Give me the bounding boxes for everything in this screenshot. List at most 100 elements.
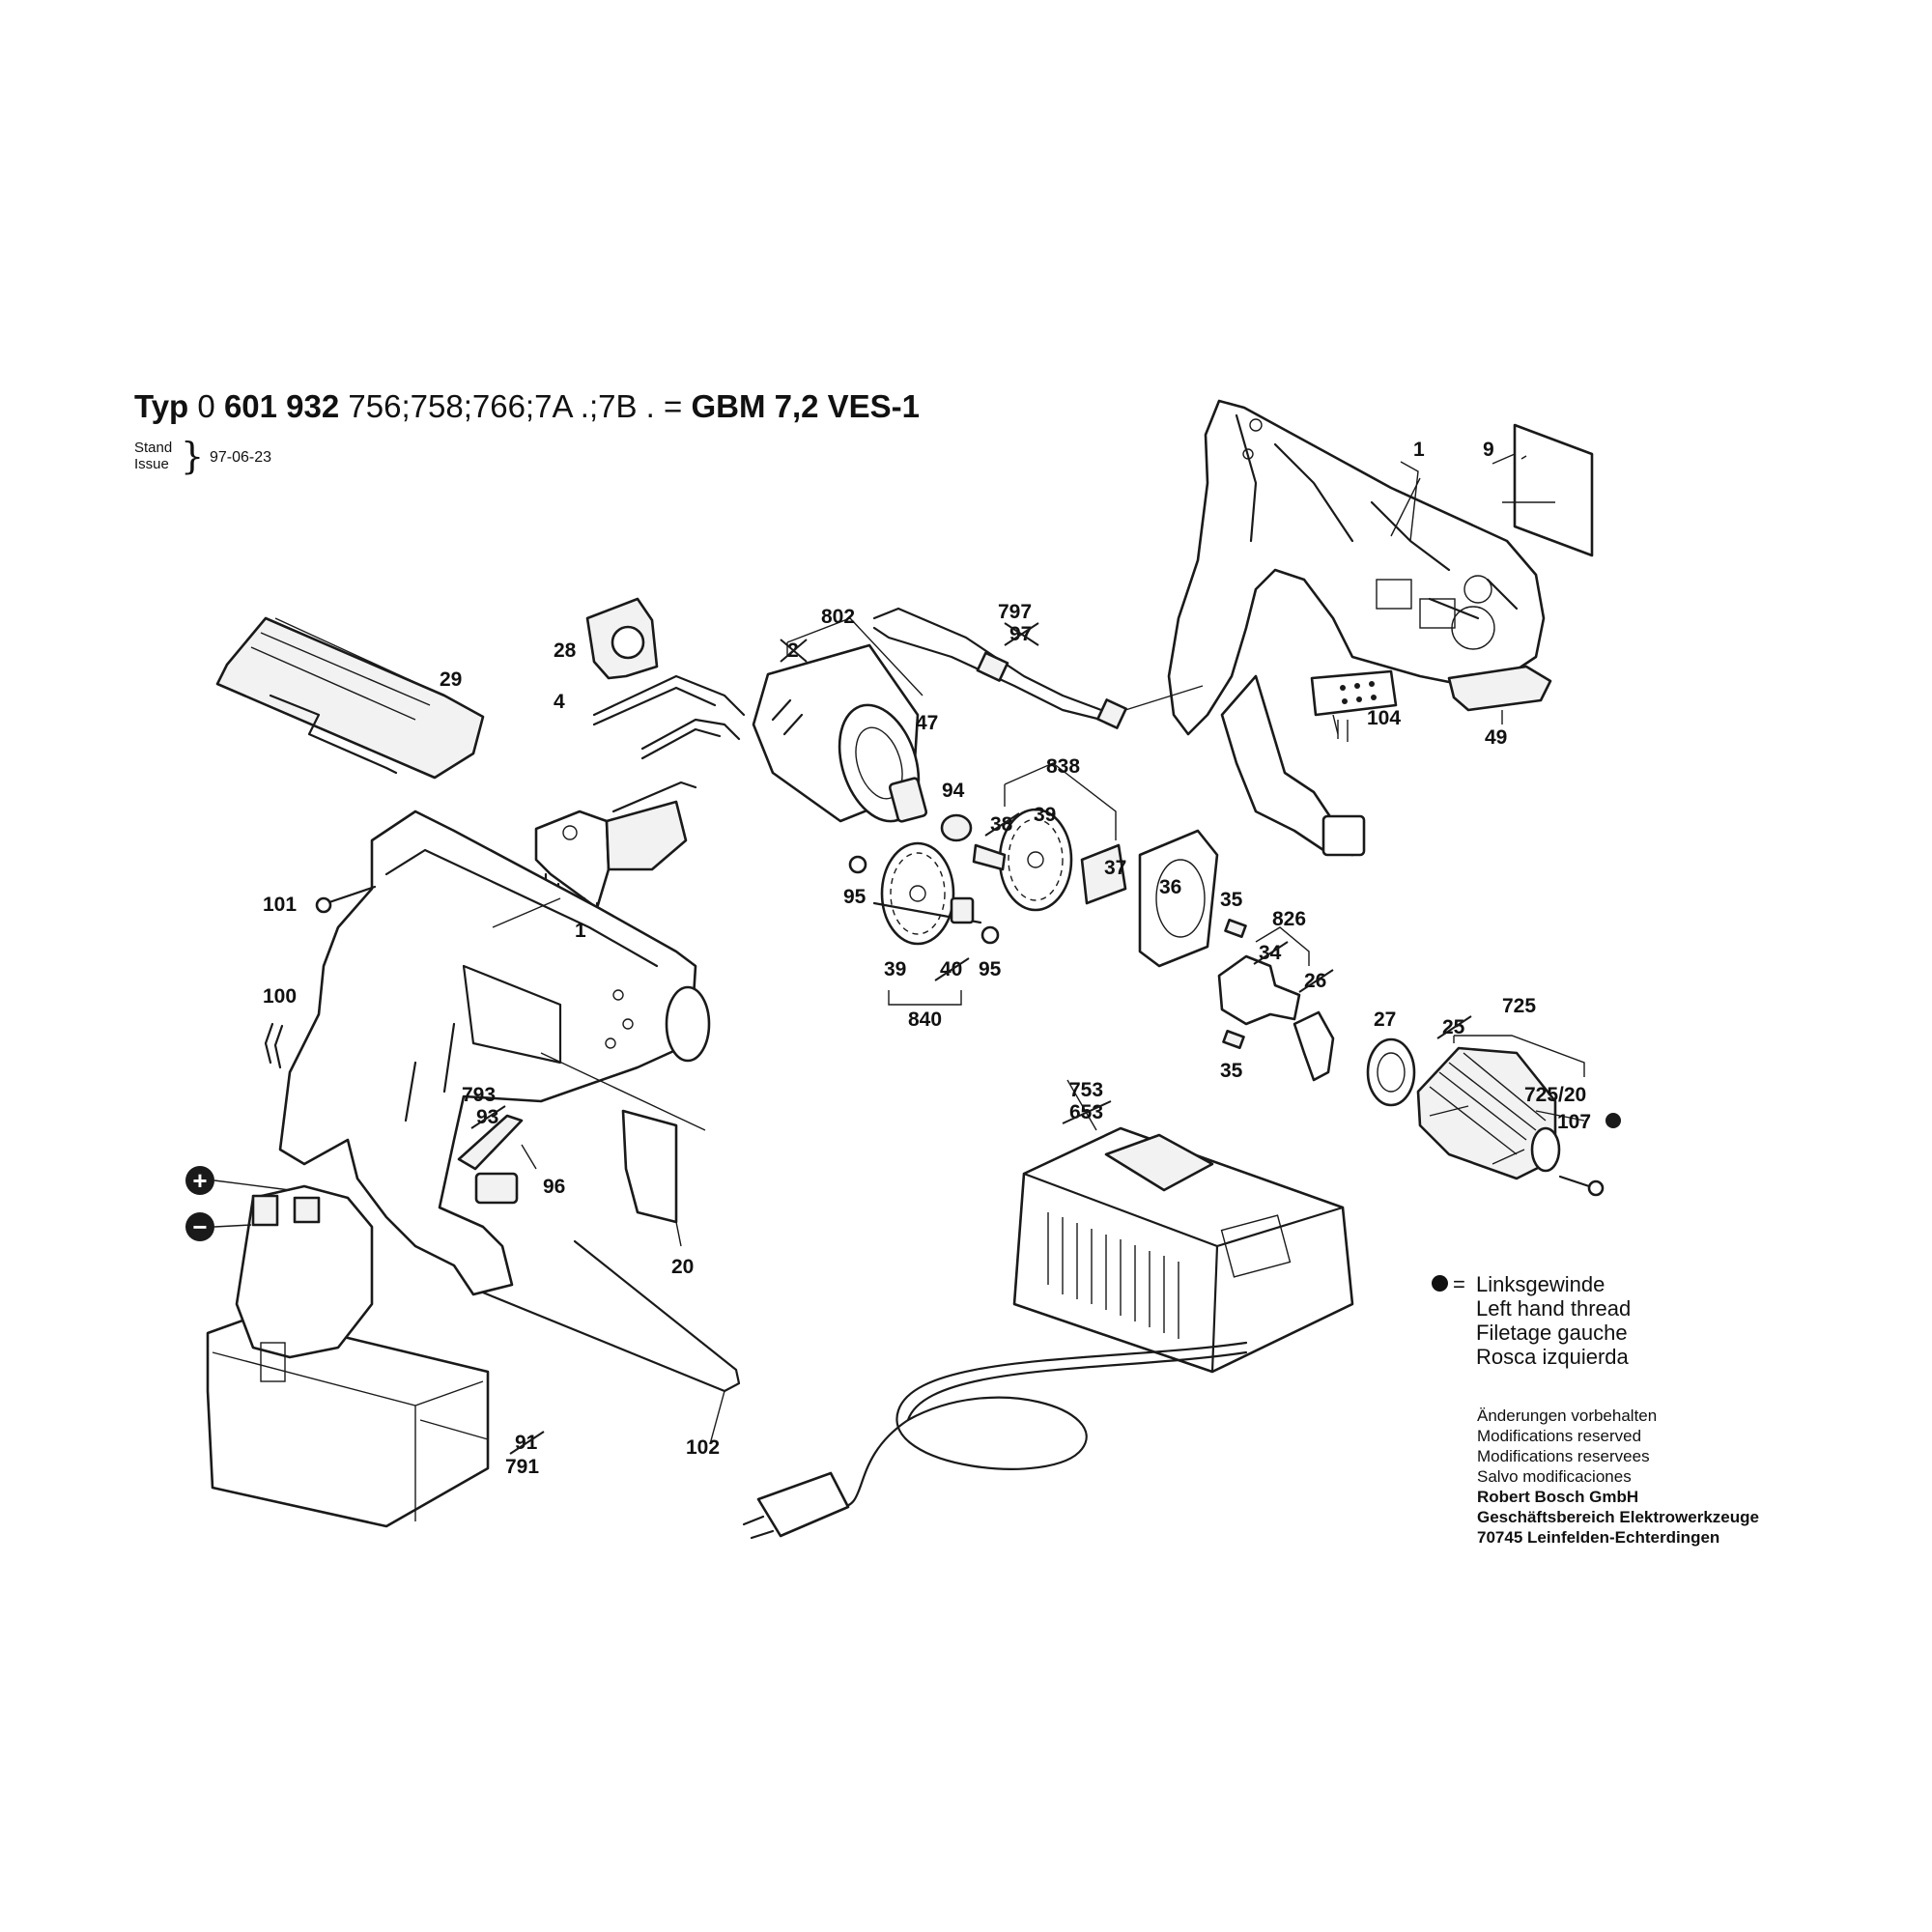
callout-27: 27 bbox=[1374, 1009, 1396, 1031]
callout-94: 94 bbox=[942, 780, 965, 802]
latch-button bbox=[1447, 665, 1552, 712]
gear-39-left bbox=[872, 841, 982, 946]
callout-29: 29 bbox=[440, 668, 462, 691]
callout-826: 826 bbox=[1272, 908, 1306, 930]
callout-34-superseded: 34 bbox=[1253, 941, 1289, 965]
callout-91-superseded: 91 bbox=[509, 1431, 545, 1455]
callout-9: 9 bbox=[1483, 439, 1494, 461]
ball-bearing bbox=[1366, 1037, 1416, 1107]
svg-text:−: − bbox=[192, 1212, 207, 1241]
callout-100: 100 bbox=[263, 985, 297, 1008]
shaft-pin bbox=[972, 843, 1007, 871]
callout-20: 20 bbox=[671, 1256, 694, 1278]
callout-35-bottom: 35 bbox=[1220, 1060, 1243, 1082]
screw-101 bbox=[325, 885, 377, 905]
callout-791: 791 bbox=[505, 1456, 539, 1478]
variant-list: 756;758;766;7A .;7B . = bbox=[348, 388, 683, 424]
callout-28: 28 bbox=[554, 639, 577, 662]
minus-terminal-marker: − bbox=[185, 1212, 252, 1241]
part-group-2: 932 bbox=[286, 388, 340, 424]
callout-793: 793 bbox=[462, 1084, 496, 1106]
legend-equals: = bbox=[1453, 1272, 1465, 1296]
callout-1-front: 1 bbox=[575, 920, 586, 942]
note-line: Salvo modificaciones bbox=[1477, 1467, 1632, 1486]
spindle-coupling bbox=[1080, 843, 1127, 905]
part-prefix: 0 bbox=[197, 388, 215, 424]
legend-line: Linksgewinde bbox=[1476, 1272, 1605, 1296]
legend-line: Left hand thread bbox=[1476, 1296, 1632, 1321]
callout-37: 37 bbox=[1104, 857, 1126, 879]
company-division: Geschäftsbereich Elektrowerkzeuge bbox=[1477, 1508, 1759, 1526]
callout-101: 101 bbox=[263, 894, 297, 916]
callout-38-superseded: 38 bbox=[984, 812, 1020, 837]
ball-95a bbox=[848, 855, 867, 874]
callout-95-right: 95 bbox=[979, 958, 1002, 980]
bushing bbox=[940, 813, 973, 842]
callout-725-20: 725/20 bbox=[1524, 1084, 1586, 1106]
housing-half-rear bbox=[1167, 399, 1546, 857]
cover-plate bbox=[621, 1109, 678, 1224]
callout-39-right: 39 bbox=[1034, 804, 1056, 826]
brace-icon: } bbox=[181, 435, 205, 477]
model-name: GBM 7,2 VES-1 bbox=[691, 388, 921, 424]
note-line: Änderungen vorbehalten bbox=[1477, 1406, 1658, 1425]
document-title: Typ 0 601 932 756;758;766;7A .;7B . = GB… bbox=[134, 388, 920, 425]
ball-95b bbox=[980, 925, 1000, 945]
callout-40-superseded: 40 bbox=[934, 957, 970, 981]
gear-39-right bbox=[998, 808, 1073, 912]
callout-25-superseded: 25 bbox=[1436, 1015, 1472, 1039]
callout-107: 107 bbox=[1557, 1111, 1591, 1133]
label-sticker bbox=[1513, 423, 1594, 557]
legend: = Linksgewinde Left hand thread Filetage… bbox=[1432, 1272, 1631, 1369]
note-line: Modifications reservees bbox=[1477, 1447, 1650, 1465]
callout-725: 725 bbox=[1502, 995, 1536, 1017]
callout-840: 840 bbox=[908, 1009, 942, 1031]
callout-4: 4 bbox=[554, 691, 565, 713]
company-address: 70745 Leinfelden-Echterdingen bbox=[1477, 1528, 1720, 1547]
issue-label: Issue bbox=[134, 456, 169, 472]
spring-clip bbox=[264, 1022, 284, 1069]
callout-49: 49 bbox=[1485, 726, 1507, 749]
callout-753: 753 bbox=[1069, 1079, 1103, 1101]
callout-47: 47 bbox=[916, 712, 938, 734]
callout-104: 104 bbox=[1367, 707, 1401, 729]
callout-802: 802 bbox=[821, 606, 855, 628]
callout-797: 797 bbox=[998, 601, 1032, 623]
switch bbox=[534, 781, 697, 924]
typ-label: Typ bbox=[134, 388, 189, 424]
callout-35-top: 35 bbox=[1220, 889, 1243, 911]
spindle bbox=[1217, 954, 1301, 1026]
motor bbox=[752, 643, 928, 823]
ring-gear bbox=[1138, 829, 1219, 968]
callout-26-superseded: 26 bbox=[1298, 969, 1334, 993]
svg-text:+: + bbox=[192, 1166, 207, 1195]
wire-link bbox=[481, 1239, 741, 1393]
legend-line: Filetage gauche bbox=[1476, 1321, 1628, 1345]
threaded-spindle bbox=[1293, 1010, 1335, 1082]
housing-half-front bbox=[278, 810, 711, 1296]
callout-2-superseded: 2 bbox=[780, 639, 808, 663]
part-group-1: 601 bbox=[223, 388, 277, 424]
pin-35a bbox=[1224, 918, 1247, 939]
issue-date: 97-06-23 bbox=[210, 449, 272, 466]
stand-label: Stand bbox=[134, 440, 173, 456]
clip-793 bbox=[457, 1114, 524, 1171]
wire bbox=[640, 718, 741, 751]
callout-36: 36 bbox=[1159, 876, 1181, 898]
callout-97-superseded: 97 bbox=[1004, 622, 1039, 646]
keyless-chuck bbox=[1416, 1046, 1561, 1180]
battery-charger bbox=[1012, 1126, 1354, 1374]
callout-1-rear: 1 bbox=[1413, 439, 1425, 461]
legend-dot-icon bbox=[1432, 1275, 1448, 1292]
mains-plug bbox=[756, 1471, 850, 1538]
callout-102: 102 bbox=[686, 1436, 720, 1459]
electronic-module bbox=[1310, 669, 1398, 717]
power-cord bbox=[838, 1341, 1248, 1509]
wire bbox=[592, 674, 746, 717]
company-name: Robert Bosch GmbH bbox=[1477, 1488, 1639, 1506]
notes: Änderungen vorbehalten Modifications res… bbox=[1477, 1406, 1759, 1548]
pin-35b bbox=[1222, 1029, 1245, 1050]
callout-838: 838 bbox=[1046, 755, 1080, 778]
